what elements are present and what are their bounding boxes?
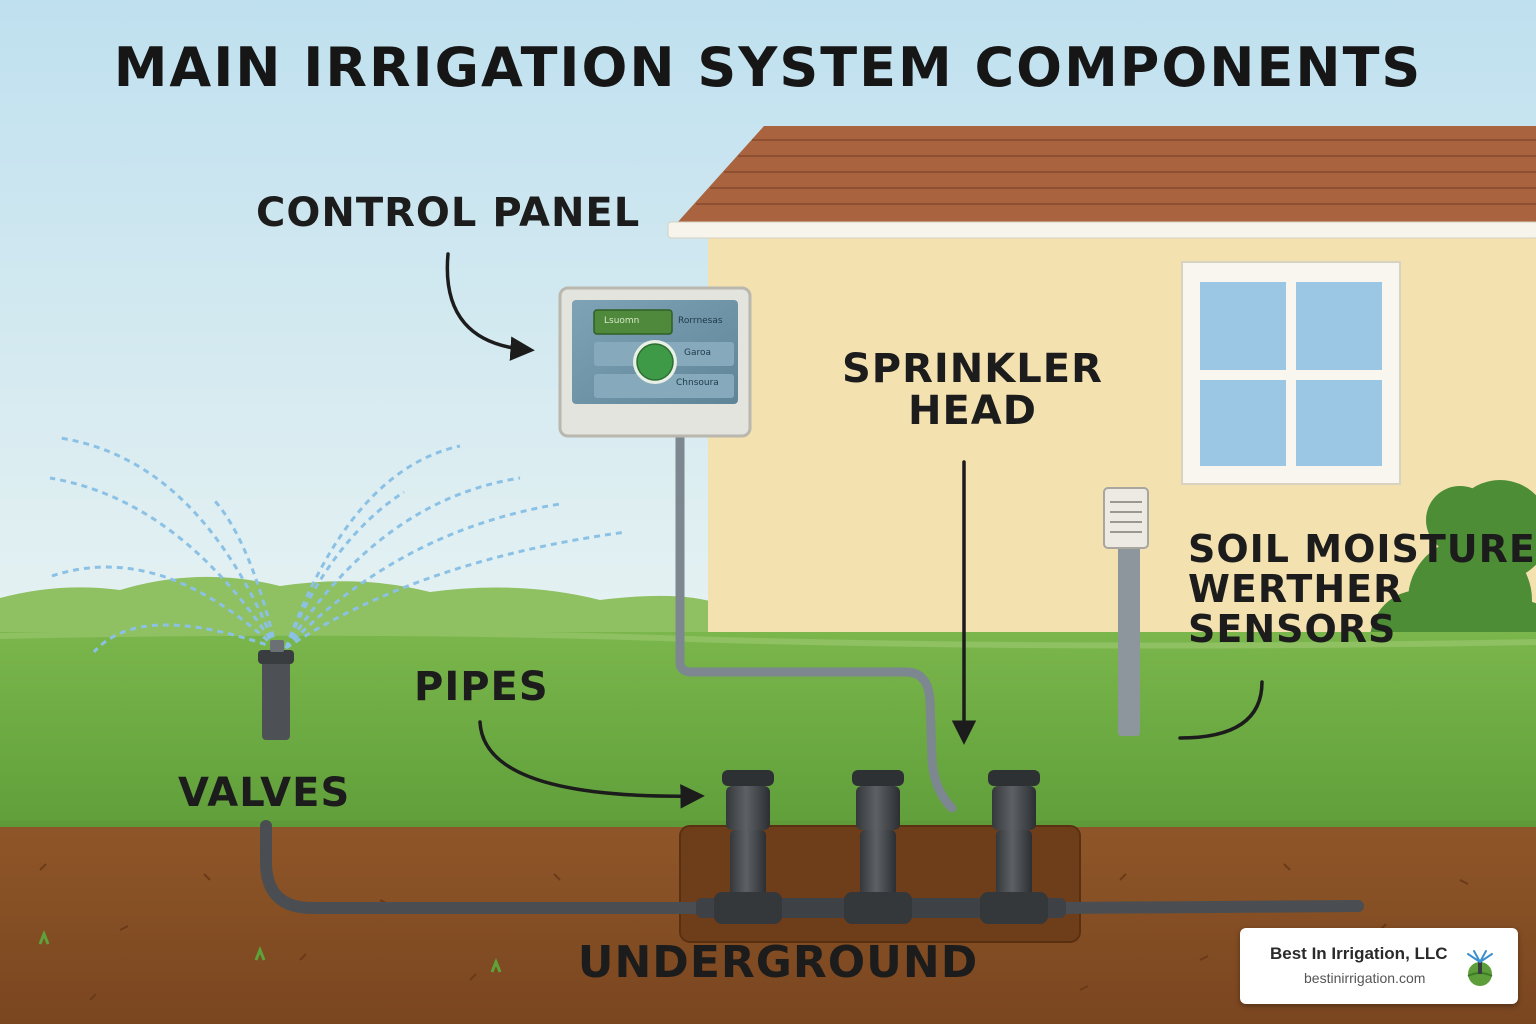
label-control-panel: CONTROL PANEL <box>256 190 641 236</box>
label-soil-sensors: SOIL MOISTURE/ WERTHER SENSORS <box>1188 527 1536 651</box>
sprinkler-head <box>258 640 294 740</box>
label-soil-sensors-line-2: WERTHER <box>1188 566 1404 611</box>
diagram-title: MAIN IRRIGATION SYSTEM COMPONENTS <box>113 36 1423 99</box>
label-sprinkler-head-line-1: SPRINKLER <box>842 346 1103 392</box>
label-pipes: PIPES <box>414 664 549 710</box>
control-panel-arrow <box>445 252 535 361</box>
brand-name: Best In Irrigation, LLC <box>1270 944 1448 963</box>
label-soil-sensors-line-3: SENSORS <box>1188 606 1397 651</box>
label-sprinkler-head-line-2: HEAD <box>907 388 1037 434</box>
brand-url: bestinirrigation.com <box>1304 970 1426 986</box>
soil-sensors-curve <box>1178 680 1264 740</box>
panel-screen-text-1: Lsuomn <box>604 316 640 326</box>
buried-pipe-right <box>1054 900 1364 914</box>
label-sprinkler-head: SPRINKLER HEAD <box>842 348 1103 432</box>
distant-hills <box>0 576 720 640</box>
label-valves: VALVES <box>178 770 351 816</box>
panel-screen-text-2: Rorrnesas <box>678 316 723 326</box>
label-soil-sensors-line-1: SOIL MOISTURE/ <box>1188 527 1536 571</box>
soil-texture <box>39 863 1501 1001</box>
panel-screen-text-3: Garoa <box>684 348 712 358</box>
valve-3 <box>980 770 1048 924</box>
callout-arrows <box>445 252 1264 809</box>
buried-pipe-left <box>260 820 706 914</box>
brand-logo-icon <box>1467 950 1493 986</box>
roof-shingles <box>696 139 1536 205</box>
house-roof <box>676 126 1536 226</box>
brand-badge[interactable]: Best In Irrigation, LLC bestinirrigation… <box>1240 928 1518 1004</box>
label-underground: UNDERGROUND <box>577 937 979 988</box>
roof-fascia <box>667 221 1536 239</box>
control-wire-conduit <box>675 425 957 813</box>
pipes-arrow <box>478 720 705 809</box>
valve-1 <box>714 770 782 924</box>
valve-2 <box>844 770 912 924</box>
panel-screen-text-4: Chnsoura <box>676 378 719 388</box>
house-window-mullion-h <box>1200 370 1382 380</box>
water-spray <box>49 436 627 653</box>
control-panel-device <box>558 286 752 438</box>
soil-moisture-sensor <box>1103 487 1149 736</box>
